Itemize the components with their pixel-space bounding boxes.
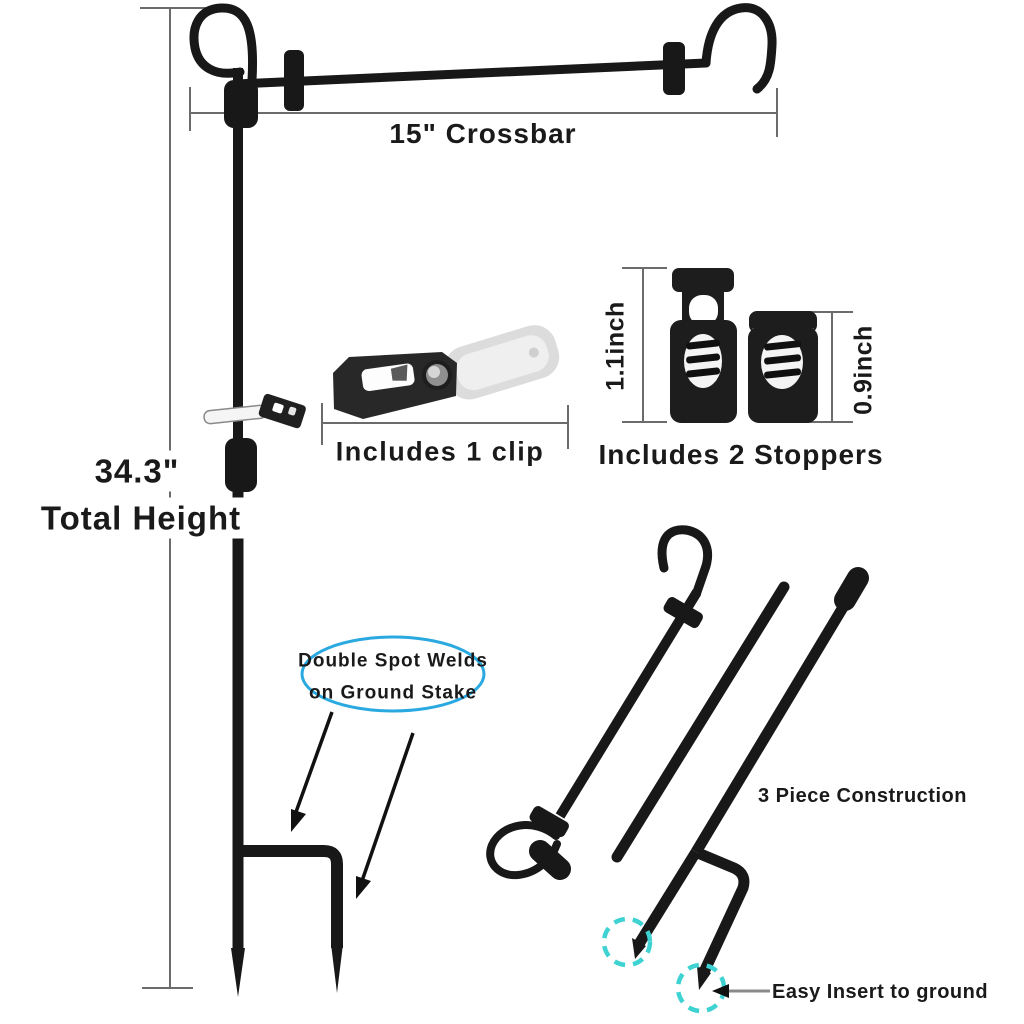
crossbar [231, 58, 711, 89]
crossbar-hook [701, 3, 777, 94]
stopper-short-height-label: 0.9inch [849, 325, 878, 415]
total-height-caption-label: Total Height [30, 497, 252, 539]
stopper-tall-top-hole [689, 295, 718, 325]
crossbar-stop-right [663, 42, 685, 95]
assembled-stand-graphic [189, 3, 777, 997]
welds-callout-ellipse [300, 635, 486, 713]
welds-callout-line2: on Ground Stake [308, 682, 478, 704]
piece3-side-prong [695, 847, 750, 975]
piece1-ferrule [529, 840, 571, 880]
piece2-rod [611, 581, 790, 863]
clip-boss-highlight [428, 366, 440, 378]
disassembled-pieces-graphic [486, 525, 869, 1014]
ground-stake-prong [243, 845, 343, 948]
piece3-side-tip [697, 966, 711, 990]
stopper-tall-height-label: 1.1inch [601, 301, 630, 391]
piece3-main-prong [634, 849, 701, 947]
welds-callout-line1: Double Spot Welds [298, 650, 488, 672]
pole-clip-band [203, 404, 267, 425]
piece1-collar-top [663, 597, 703, 629]
prong-ground-tip [331, 944, 343, 993]
clip-slot [361, 363, 415, 392]
piece3-rod [691, 591, 856, 855]
crossbar-length-label: 15" Crossbar [389, 118, 577, 149]
piece1-hook [657, 525, 713, 597]
stopper-tall-dimension-line [622, 267, 667, 423]
stoppers-note-label: Includes 2 Stoppers [598, 439, 884, 470]
stopper-tall-photo [670, 268, 737, 423]
pole-clip-head [258, 393, 306, 429]
clip-photo [333, 325, 560, 419]
crossbar-stop-left [284, 50, 304, 111]
pole-ferrule-middle [225, 438, 257, 492]
stopper-short-spring [764, 340, 802, 379]
clip-dimension-line [321, 403, 569, 449]
stopper-tall-spring [686, 339, 721, 378]
weld-arrow-1 [291, 711, 334, 832]
stopper-short-dimension-line [807, 311, 853, 423]
pole-ferrule-top [224, 80, 258, 128]
pole-ground-tip [231, 948, 245, 997]
top-loop [189, 3, 258, 85]
piece1-collar-bottom [529, 806, 569, 838]
crossbar-dimension-line [189, 87, 778, 137]
ground-note-label: Easy Insert to ground [772, 981, 989, 1003]
total-height-value-label: 34.3" [84, 450, 190, 492]
stopper-short-photo [748, 311, 818, 423]
clip-strap [444, 325, 560, 400]
piece1-rod [555, 589, 702, 819]
weld-arrow-2 [356, 732, 415, 899]
construction-note-label: 3 Piece Construction [758, 785, 967, 807]
dashed-circle-tip-1 [601, 916, 653, 968]
clip-note-label: Includes 1 clip [335, 436, 545, 467]
piece3-main-tip [632, 938, 646, 959]
ground-note-arrow [712, 984, 770, 998]
